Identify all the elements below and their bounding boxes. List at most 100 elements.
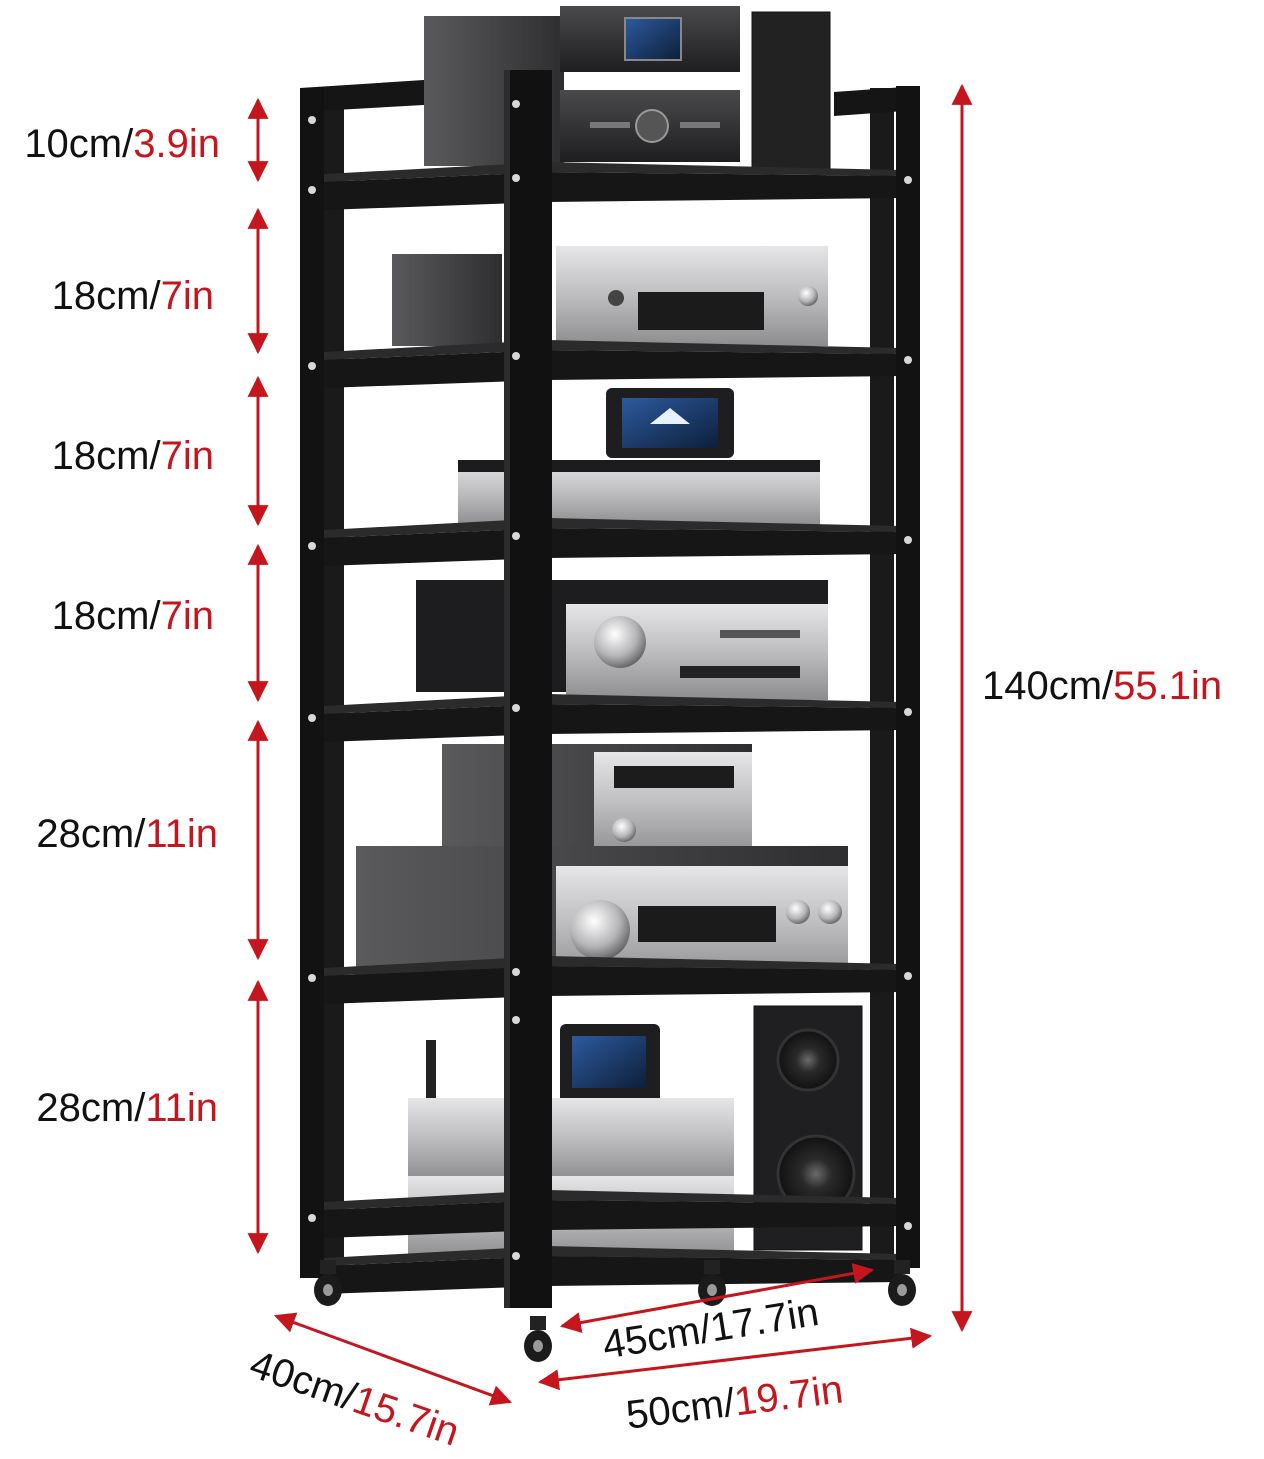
caster-2 (524, 1316, 552, 1362)
shelf-4-top (324, 694, 902, 714)
bolt (512, 1016, 520, 1024)
gap-label-4-imperial: 7in (160, 594, 214, 638)
caster-2-stem (530, 1316, 546, 1330)
bolt (512, 174, 520, 182)
caster-2-hub (533, 1340, 543, 1352)
caster-1-hub (323, 1284, 333, 1296)
shelf-5-front (548, 966, 902, 996)
shelf-3 (324, 518, 902, 566)
rack-front-frame (300, 70, 920, 1308)
caster-1-stem (320, 1260, 336, 1274)
shelf-1 (324, 162, 902, 210)
shelf-4 (324, 694, 902, 742)
gap-label-6-imperial: 11in (145, 1086, 218, 1130)
gap-label-2-imperial: 7in (160, 274, 214, 318)
bolt (904, 1222, 912, 1230)
bolt (512, 532, 520, 540)
shelf-3-side (324, 528, 548, 566)
gap-label-5: 28cm/11in (36, 814, 218, 854)
shelf-4-side (324, 704, 548, 742)
shelf-1-front (548, 172, 902, 202)
bolt (512, 100, 520, 108)
shelf-5-top (324, 956, 902, 976)
shelf-7-side (324, 1256, 548, 1294)
bolt (308, 974, 316, 982)
bolt (904, 356, 912, 364)
bolt (512, 704, 520, 712)
gap-label-5-metric: 28cm/ (36, 812, 146, 856)
shelf-3-front (548, 528, 902, 558)
gap-label-1: 10cm/3.9in (24, 124, 220, 164)
shelf-1-top (324, 162, 902, 182)
shelf-6-side (324, 1200, 548, 1238)
height-label-metric: 140cm/ (982, 664, 1114, 708)
gap-label-2-metric: 18cm/ (51, 274, 161, 318)
shelf-5 (324, 956, 902, 1004)
shelf-6 (324, 1190, 902, 1238)
gap-label-3-metric: 18cm/ (51, 434, 161, 478)
front-center-post (504, 70, 552, 1308)
power-amplifier-device (560, 90, 740, 162)
bolt (308, 714, 316, 722)
bolt (308, 186, 316, 194)
depth-arrow (274, 1312, 512, 1406)
shelf-2-front (548, 350, 902, 380)
shelf-1-side (324, 172, 548, 210)
bolt (512, 1252, 520, 1260)
bolt (904, 176, 912, 184)
gap-label-1-imperial: 3.9in (133, 122, 220, 166)
av-receiver-device (416, 580, 828, 700)
back-left-post (322, 88, 344, 1266)
bolt (308, 542, 316, 550)
gap-label-1-metric: 10cm/ (24, 122, 134, 166)
front-right-post (896, 86, 920, 1268)
bolt (512, 352, 520, 360)
gap-label-6-metric: 28cm/ (36, 1086, 146, 1130)
bolt (308, 1214, 316, 1222)
tape-deck-device (442, 744, 752, 858)
dimension-arrows (247, 83, 973, 1406)
cd-player-device (392, 246, 828, 346)
height-label-imperial: 55.1in (1113, 664, 1223, 708)
shelf-3-top (324, 518, 902, 538)
shelf-5-side (324, 966, 548, 1004)
bolt (512, 968, 520, 976)
streamer-with-display-device (606, 388, 734, 458)
frame-bolts (308, 100, 912, 1260)
bolt (904, 536, 912, 544)
gap-label-2: 18cm/7in (52, 276, 214, 316)
caster-4-hub (707, 1284, 717, 1296)
height-label: 140cm/55.1in (982, 666, 1222, 706)
front-left-post (300, 88, 324, 1278)
gap-label-3-imperial: 7in (160, 434, 214, 478)
gap-label-4: 18cm/7in (52, 596, 214, 636)
gap-label-5-imperial: 11in (145, 812, 218, 856)
shelf-2 (324, 340, 902, 388)
shelf-7-front (548, 1256, 902, 1286)
bolt (904, 708, 912, 716)
caster-3-stem (894, 1260, 910, 1274)
back-right-post (870, 88, 894, 1266)
shelf-2-top (324, 340, 902, 360)
integrated-amplifier-device (356, 846, 848, 982)
bolt (308, 116, 316, 124)
shelf-7-top (324, 1246, 902, 1266)
shelf-6-front (548, 1200, 902, 1230)
shelf-6-top (324, 1190, 902, 1210)
inner-width-arrow (559, 1263, 875, 1333)
shelf-4-front (548, 704, 902, 734)
caster-1 (314, 1260, 342, 1306)
gap-label-4-metric: 18cm/ (51, 594, 161, 638)
gap-label-6: 28cm/11in (36, 1088, 218, 1128)
caster-3 (888, 1260, 916, 1306)
shelf-2-side (324, 350, 548, 388)
network-streamer-device (408, 1024, 734, 1180)
bolt (308, 362, 316, 370)
caster-4-stem (704, 1260, 720, 1274)
bolt (904, 972, 912, 980)
rack-shelves (324, 162, 902, 1294)
caster-3-hub (897, 1284, 907, 1296)
gap-label-3: 18cm/7in (52, 436, 214, 476)
